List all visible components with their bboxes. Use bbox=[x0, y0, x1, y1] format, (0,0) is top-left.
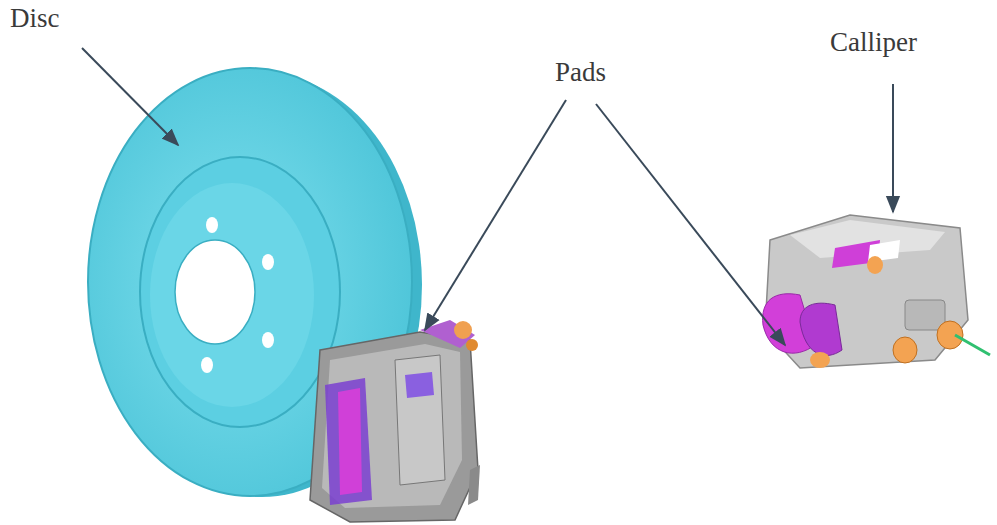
leader-line bbox=[596, 104, 785, 345]
assembled-calliper bbox=[310, 320, 480, 522]
leader-line bbox=[892, 84, 894, 212]
part-label: Calliper bbox=[830, 28, 917, 58]
leader-line bbox=[82, 48, 178, 145]
part-label: Disc bbox=[10, 4, 60, 34]
exploded-calliper bbox=[763, 215, 990, 368]
leader-lines bbox=[82, 48, 893, 345]
leader-line bbox=[425, 100, 566, 330]
part-label: Pads bbox=[555, 58, 606, 88]
